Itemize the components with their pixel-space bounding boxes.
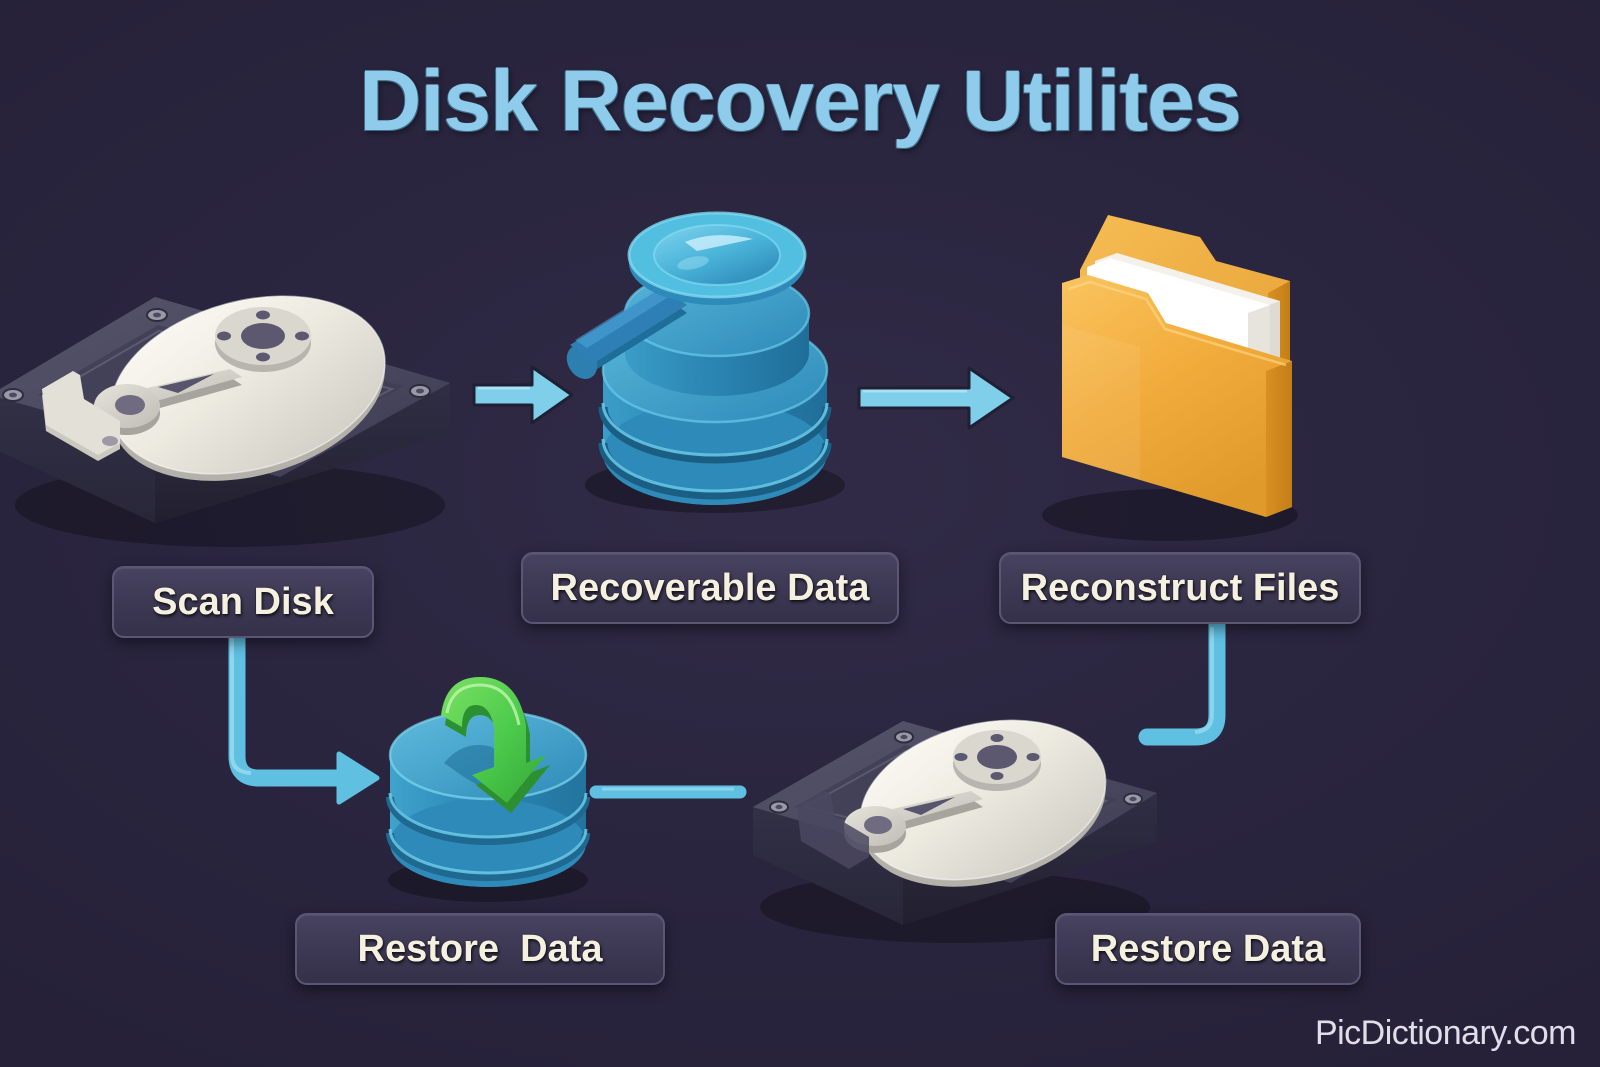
site-watermark: PicDictionary.com [1314, 1014, 1577, 1052]
label-text: Restore Data [1090, 927, 1326, 970]
label-text: Reconstruct Files [1020, 566, 1340, 609]
node-label-scan-disk[interactable]: Scan Disk [112, 566, 374, 638]
database-restore-arrow-icon [368, 655, 608, 905]
database-magnifier-icon [545, 185, 865, 515]
line-restore1-to-restore2 [588, 782, 748, 802]
hard-disk-drive-icon [0, 205, 480, 547]
elbow-files-to-restore2 [1115, 616, 1295, 765]
label-text: Scan Disk [152, 580, 334, 623]
page-title: Disk Recovery Utilites [359, 53, 1241, 149]
label-text: Recoverable Data [550, 566, 870, 609]
arrow-scan-to-recoverable [470, 355, 580, 435]
elbow-scan-to-restore [215, 621, 395, 810]
node-label-restore-data-2[interactable]: Restore Data [1055, 913, 1361, 985]
folder-documents-icon [1020, 195, 1320, 545]
node-label-recoverable-data[interactable]: Recoverable Data [521, 552, 899, 624]
arrow-recoverable-to-files [855, 358, 1020, 438]
node-label-restore-data-1[interactable]: Restore Data [295, 913, 665, 985]
hard-disk-drive-icon [735, 635, 1175, 943]
node-label-reconstruct-files[interactable]: Reconstruct Files [999, 552, 1361, 624]
label-text: Restore Data [357, 927, 603, 970]
